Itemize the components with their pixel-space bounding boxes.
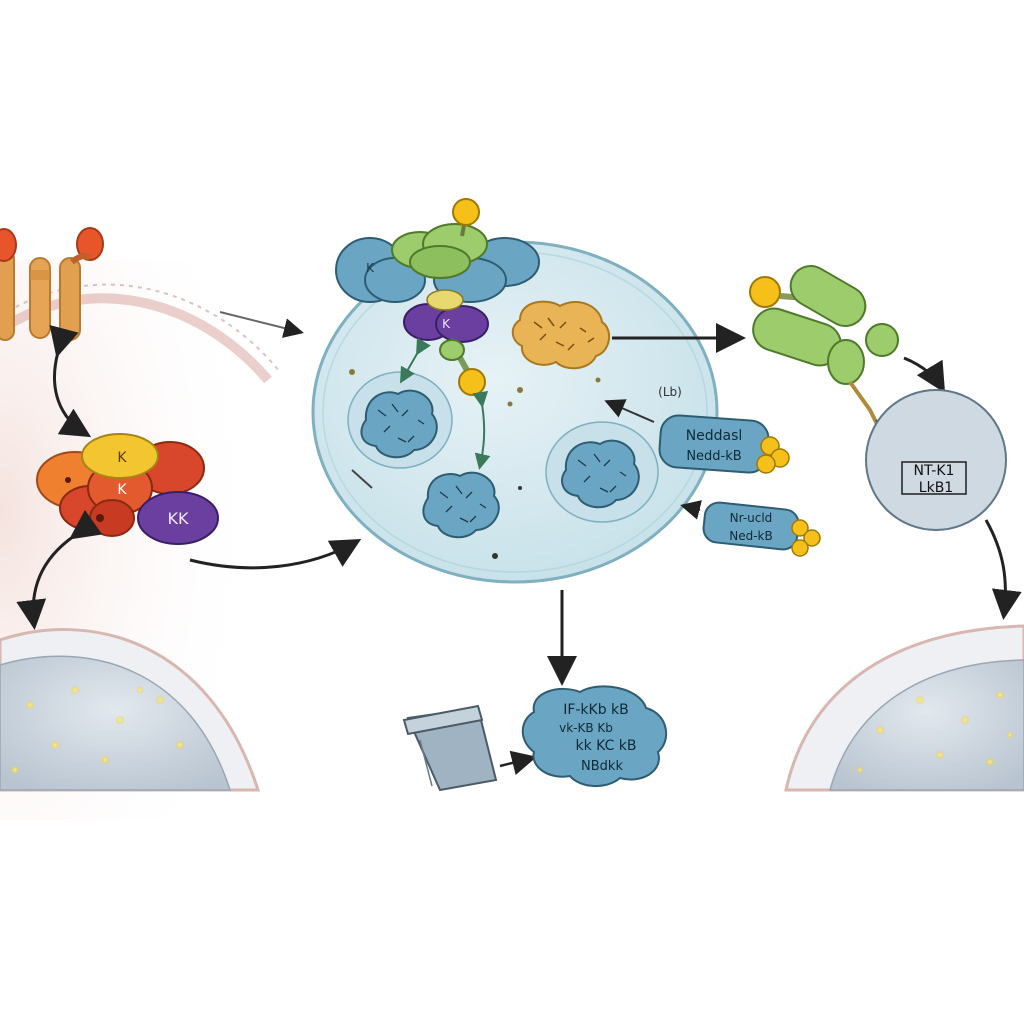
ikk-complex: K K KK xyxy=(36,433,219,545)
cluster-line4: NBdkk xyxy=(581,759,623,774)
arrow-receptor-to-cell xyxy=(219,311,304,338)
nedd-line2: Nedd-kB xyxy=(686,449,741,464)
vesicle-right xyxy=(545,421,659,523)
nfkb-sphere: NT-K1 LkB1 xyxy=(865,389,1007,531)
right-nucleus xyxy=(784,624,1024,792)
tag2-line2: Ned-kB xyxy=(729,529,773,543)
left-cell-membrane-detail xyxy=(0,283,281,373)
cluster-line3: kk KC kB xyxy=(575,738,636,754)
left-nucleus xyxy=(0,628,261,792)
ikk-top-label: K xyxy=(117,450,127,466)
tag2-line1: Nr-ucld xyxy=(730,511,773,525)
nedd-tag-2: Nr-ucld Ned-kB xyxy=(680,500,821,557)
left-arrows xyxy=(16,311,362,630)
receptor-1 xyxy=(0,228,17,341)
right-nucleus-dots xyxy=(856,690,1014,774)
internal-arrows xyxy=(400,337,655,470)
arrow-nf-to-nucleus xyxy=(984,519,1022,620)
left-nucleus-dots xyxy=(10,685,185,775)
arrow-ikk-to-cell xyxy=(189,539,362,570)
proteasome-bin-icon xyxy=(402,704,498,792)
nedd-tag-1: Neddasl Nedd-kB xyxy=(658,414,790,474)
arrow-receptor-ikk xyxy=(49,324,92,438)
vesicle-bottom xyxy=(422,471,500,539)
membrane-receptors xyxy=(0,227,104,341)
right-receptor xyxy=(749,265,899,441)
receptor-2 xyxy=(29,257,51,339)
arrow-bin-to-cluster xyxy=(499,750,537,775)
cluster-line2: vk-KB Kb xyxy=(559,721,613,735)
central-purple-label: K xyxy=(442,317,451,331)
ikk-mid-label: K xyxy=(117,482,127,498)
nedd-line1: Neddasl xyxy=(686,428,743,444)
nf-box-line2: LkB1 xyxy=(919,480,953,496)
vesicle-left xyxy=(347,371,453,469)
nf-box-line1: NT-K1 xyxy=(914,463,955,479)
orange-granule xyxy=(511,300,611,370)
central-receptor-complex: K K xyxy=(335,198,540,396)
arrow-receptor-to-nf xyxy=(903,356,946,394)
ikk-complex-label: KK xyxy=(168,509,189,528)
nfkb-cluster: IF-kKb kB vk-KB Kb kk KC kB NBdkk xyxy=(521,685,667,787)
cytoplasm-small-label: (Lb) xyxy=(658,385,682,399)
arrow-ikk-nucleus xyxy=(16,509,103,630)
receptor-3 xyxy=(59,227,104,341)
cluster-line1: IF-kKb kB xyxy=(563,702,629,718)
central-top-label: K xyxy=(366,261,375,275)
